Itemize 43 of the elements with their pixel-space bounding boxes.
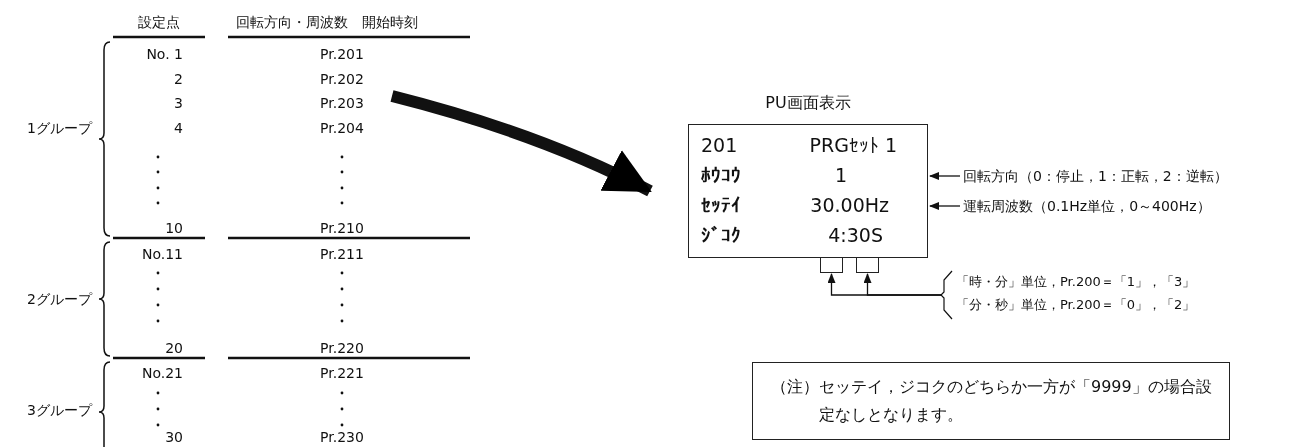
arrow xyxy=(863,273,943,296)
parameter-number: Pr.220 xyxy=(320,339,364,357)
display-text: ﾎｳｺｳ xyxy=(701,163,741,187)
row-number: No.21 xyxy=(141,364,183,382)
parameter-number: Pr.201 xyxy=(320,45,364,63)
parameter-number: Pr.203 xyxy=(320,94,364,112)
arrow xyxy=(929,172,961,180)
row-number: 30 xyxy=(165,428,183,446)
display-text: PRGｾｯﾄ 1 xyxy=(809,133,897,157)
display-value: 30.00Hz xyxy=(810,193,889,217)
annotation-text: 運転周波数（0.1Hz単位，0～400Hz） xyxy=(963,197,1211,215)
group-label: 1グループ xyxy=(27,119,92,137)
display-value: 1 xyxy=(834,163,847,187)
column-header: 設定点 xyxy=(138,13,180,31)
group-label: 2グループ xyxy=(27,290,92,308)
group-label: 3グループ xyxy=(27,401,92,419)
large-arrow xyxy=(390,90,653,197)
row-number: 3 xyxy=(174,94,183,112)
annotation-text: 回転方向（0：停止，1：正転，2：逆転） xyxy=(963,167,1228,185)
parameter-number: Pr.202 xyxy=(320,70,364,88)
display-title: PU画面表示 xyxy=(765,94,851,112)
display-text: ｾｯﾃｲ xyxy=(701,193,741,217)
row-number: No.11 xyxy=(141,245,183,263)
parameter-number: Pr.211 xyxy=(320,245,364,263)
row-number: No. 1 xyxy=(146,45,183,63)
parameter-number: Pr.230 xyxy=(320,428,364,446)
row-number: 20 xyxy=(165,339,183,357)
parameter-number: Pr.204 xyxy=(320,119,364,137)
display-value: 4:30S xyxy=(828,223,883,247)
parameter-number: Pr.210 xyxy=(320,219,364,237)
row-number: 4 xyxy=(174,119,183,137)
column-header: 回転方向・周波数 開始時刻 xyxy=(236,13,418,31)
annotation-text: 「分・秒」単位，Pr.200＝「0」，「2」 xyxy=(956,296,1196,314)
row-number: 10 xyxy=(165,219,183,237)
note-box: （注）セッテイ，ジコクのどちらか一方が「9999」の場合設定なしとなります。 xyxy=(752,362,1230,440)
indicator-box xyxy=(856,257,879,273)
display-text: 201 xyxy=(701,133,738,157)
indicator-box xyxy=(820,257,843,273)
arrow xyxy=(929,202,961,210)
parameter-number: Pr.221 xyxy=(320,364,364,382)
annotation-text: 「時・分」単位，Pr.200＝「1」，「3」 xyxy=(956,273,1196,291)
display-text: ｼﾞｺｸ xyxy=(701,223,741,247)
row-number: 2 xyxy=(174,70,183,88)
